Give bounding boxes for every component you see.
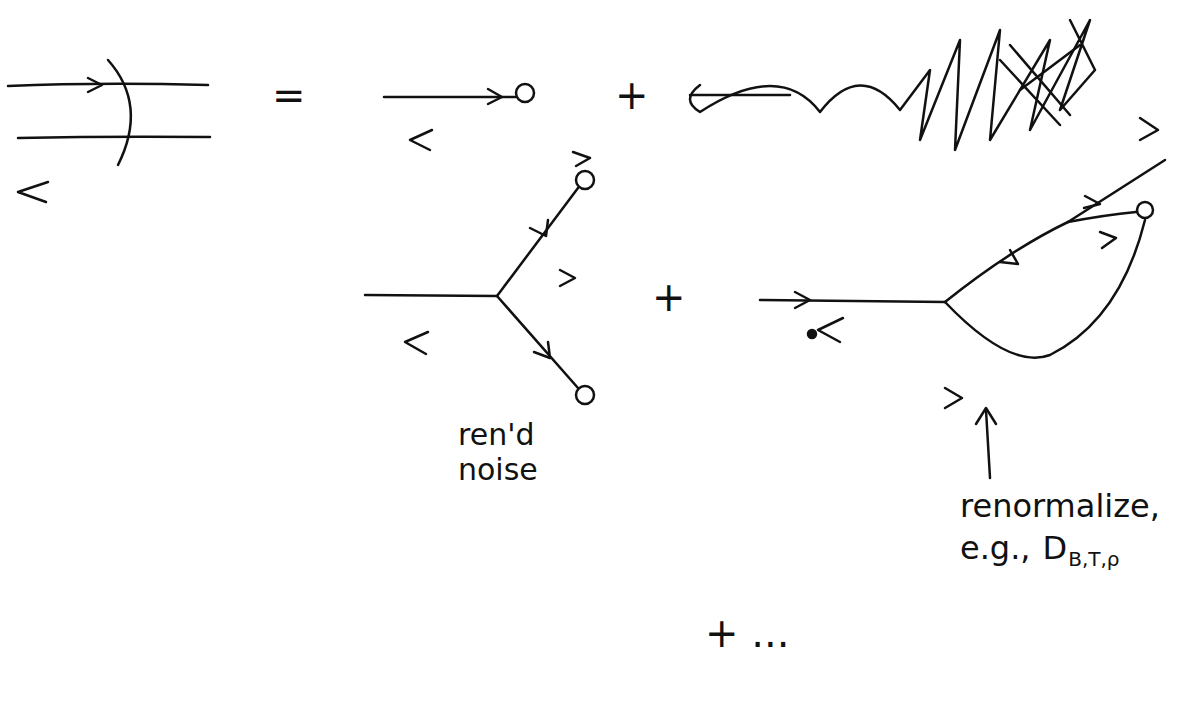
annotation-subscript: B,T,ρ	[1068, 548, 1119, 571]
propagator-line	[365, 295, 497, 296]
arrow-mark	[534, 342, 550, 358]
equals-sign: =	[272, 72, 306, 118]
annotation: e.g.,	[960, 530, 1031, 567]
noise-circle	[576, 171, 594, 189]
leader-line	[986, 410, 990, 478]
propagator-line	[497, 296, 578, 388]
loop-line	[945, 220, 1145, 358]
propagator-line	[18, 137, 210, 138]
arrow-mark	[560, 270, 575, 286]
annotation: renormalize,	[960, 488, 1160, 525]
propagator-line	[760, 300, 945, 302]
annotation: ren'd noise	[458, 418, 558, 487]
scribble	[1000, 45, 1080, 125]
arrow-mark	[945, 388, 962, 408]
propagator-line	[945, 222, 1068, 302]
scribble	[690, 20, 1095, 150]
plus-sign: +	[615, 72, 649, 118]
noise-circle	[516, 84, 534, 102]
propagator-line	[497, 188, 578, 296]
arrow-mark	[1100, 232, 1116, 248]
smudge	[808, 330, 816, 338]
arrow-mark	[818, 318, 843, 342]
arrow-mark	[488, 89, 502, 104]
noise-circle	[576, 386, 594, 404]
arrow-mark	[410, 130, 432, 150]
propagator-line	[8, 84, 208, 86]
propagator-line	[1068, 160, 1165, 222]
arrow-mark	[1000, 250, 1018, 264]
arrow-mark	[1084, 196, 1100, 208]
leader-arrow	[976, 408, 996, 424]
arrow-mark	[573, 152, 590, 166]
propagator-line	[384, 96, 516, 99]
continuation: + ...	[705, 610, 789, 656]
arrow-mark	[88, 78, 102, 92]
vertex-curve	[108, 60, 131, 165]
plus-sign: +	[652, 274, 686, 320]
propagator-line	[690, 94, 790, 97]
noise-circle	[1137, 202, 1153, 218]
annotation-symbol: D	[1043, 530, 1068, 567]
arrow-mark	[405, 332, 428, 354]
arrow-mark	[18, 182, 48, 202]
propagator-line	[1068, 212, 1136, 222]
arrow-mark	[795, 292, 810, 308]
arrow-mark	[530, 220, 548, 236]
arrow-mark	[1140, 118, 1158, 140]
